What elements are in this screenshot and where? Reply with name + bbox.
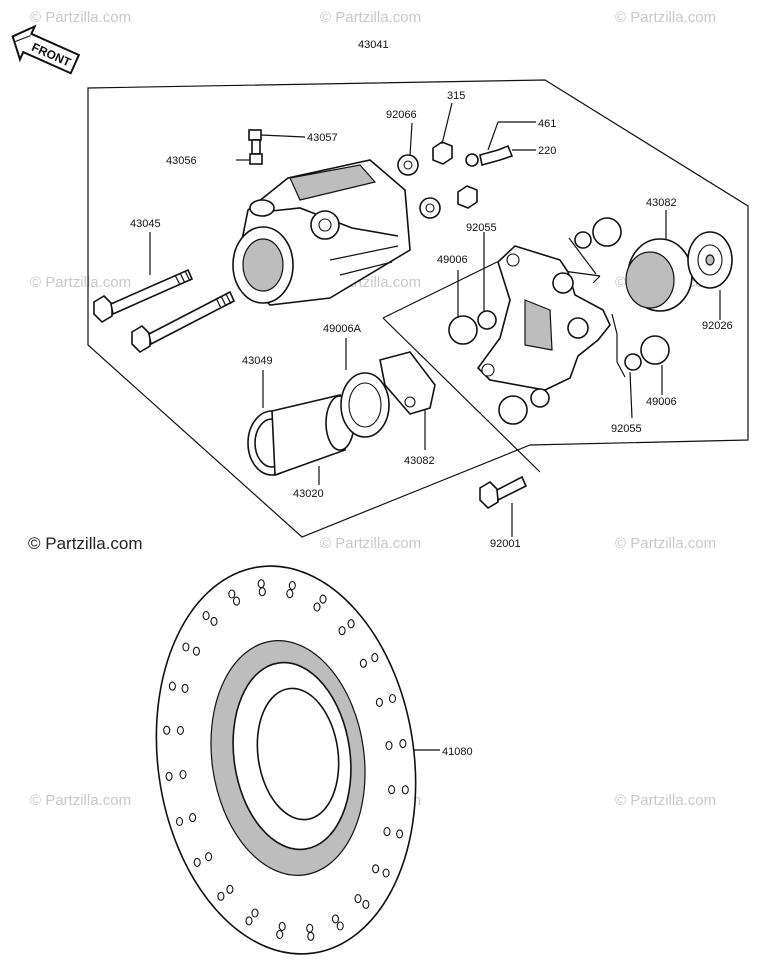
label-49006-upper: 49006 [437,254,468,266]
disc-hole [228,589,236,599]
disc-hole [401,785,409,795]
label-43082-upper: 43082 [646,197,677,209]
disc-hole [331,914,340,924]
disc-hole [189,813,197,823]
small-parts [397,102,536,312]
brake-disc [155,565,440,955]
part-labels: 43041 92066 315 461 220 43057 43056 4304… [130,39,733,758]
label-41080: 41080 [442,746,473,758]
label-315: 315 [447,90,465,102]
disc-hole [306,923,314,933]
disc-hole [388,693,397,704]
bolt-92001 [479,475,528,537]
watermark: © Partzilla.com [615,9,716,26]
copyright: © Partzilla.com [28,534,143,553]
label-43020: 43020 [293,488,324,500]
disc-hole [182,642,190,652]
seal-group-line [568,237,626,378]
label-49006A: 49006A [323,323,362,335]
disc-hole [396,829,404,839]
disc-hole [257,579,265,589]
disc-hole [192,646,200,656]
watermark: © Partzilla.com [30,9,131,26]
disc-hole [388,785,396,795]
label-49006-lower: 49006 [646,396,677,408]
disc-hole [245,916,253,926]
label-43041: 43041 [358,39,389,51]
disc-hole [168,681,176,691]
watermark: © Partzilla.com [320,9,421,26]
disc-hole [313,602,321,612]
disc-hole [383,827,391,837]
label-92026: 92026 [702,320,733,332]
watermark: © Partzilla.com [30,792,131,809]
disc-hole [336,921,344,931]
label-43056: 43056 [166,155,197,167]
disc-hole [362,899,370,909]
disc-hole [226,884,234,894]
watermark: © Partzilla.com [615,535,716,552]
disc-hole [175,816,184,827]
disc-hole [163,725,171,735]
disc-hole [217,891,225,901]
bolt-43045 [93,232,236,354]
caliper-body [232,159,411,306]
label-92055-lower: 92055 [611,423,642,435]
disc-hole [347,619,355,629]
disc-hole [382,868,390,878]
boots-bushings [448,217,670,425]
watermark: © Partzilla.com [320,535,421,552]
assembly-outline [87,79,749,538]
label-92066: 92066 [386,109,417,121]
disc-hole [181,683,189,693]
disc-hole [372,864,380,874]
disc-hole [288,580,296,591]
disc-hole [258,587,266,597]
disc-hole [210,616,218,626]
disc-hole [278,921,286,931]
disc-hole [179,769,187,780]
label-43045: 43045 [130,218,161,230]
front-arrow: FRONT [11,24,81,75]
disc-hole [307,931,315,941]
disc-hole [371,653,379,663]
disc-hole [338,626,346,636]
label-92001: 92001 [490,538,521,550]
disc-hole [165,771,173,781]
label-43082-lower: 43082 [404,455,435,467]
disc-hole [354,894,362,904]
disc-hole [202,611,210,621]
label-92055-upper: 92055 [466,222,497,234]
disc-holes [163,579,409,941]
disc-hole [205,852,213,862]
disc-hole [375,697,383,707]
disc-hole [276,929,284,940]
disc-hole [385,740,393,751]
disc-hole [319,594,327,604]
watermark: © Partzilla.com [30,274,131,291]
disc-hole [359,658,367,668]
label-43057: 43057 [307,132,338,144]
disc-hole [399,739,407,749]
watermark: © Partzilla.com [615,792,716,809]
piston-assembly [247,338,436,485]
caliper-bracket [476,245,611,391]
disc-hole [193,857,201,867]
disc-hole [251,908,259,918]
label-43049: 43049 [242,355,273,367]
cover-cap [625,210,733,419]
disc-hole [232,596,241,606]
disc-hole [286,589,294,599]
label-220: 220 [538,145,556,157]
disc-hole [176,725,184,735]
label-461: 461 [538,118,556,130]
bleed-valve [236,129,306,165]
